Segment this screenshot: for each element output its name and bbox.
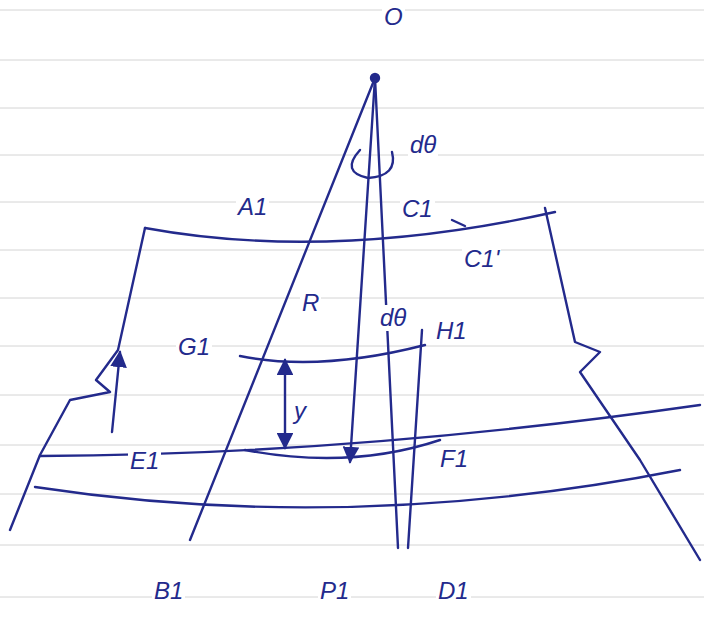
angle-label: dθ (408, 132, 438, 158)
marker-arrow (112, 352, 120, 432)
beam-right-edge (545, 208, 700, 560)
point-label: P1 (318, 578, 351, 604)
bottom-fibre (35, 470, 680, 507)
point-label: O (382, 4, 405, 30)
radial-line (190, 78, 375, 540)
angle-label: dθ (378, 305, 408, 331)
neutral-fibre (240, 345, 425, 362)
distance-label: y (292, 398, 308, 424)
sketch-lines (10, 74, 700, 560)
point-label: F1 (438, 446, 470, 472)
point-label: G1 (176, 334, 212, 360)
point-label: E1 (128, 448, 161, 474)
angle-arc (352, 150, 393, 178)
point-label: A1 (236, 194, 269, 220)
top-fibre (145, 212, 555, 242)
tick-mark (452, 220, 465, 226)
point-label: C1' (462, 246, 501, 272)
beam-left-edge (10, 228, 145, 530)
ruled-lines (0, 10, 704, 597)
radius-arrow (350, 78, 375, 462)
point-label: D1 (436, 578, 471, 604)
radius-label: R (300, 290, 321, 316)
distance-arrow (284, 360, 286, 448)
point-label: C1 (400, 196, 435, 222)
point-label: B1 (152, 578, 185, 604)
point-label: H1 (434, 318, 469, 344)
